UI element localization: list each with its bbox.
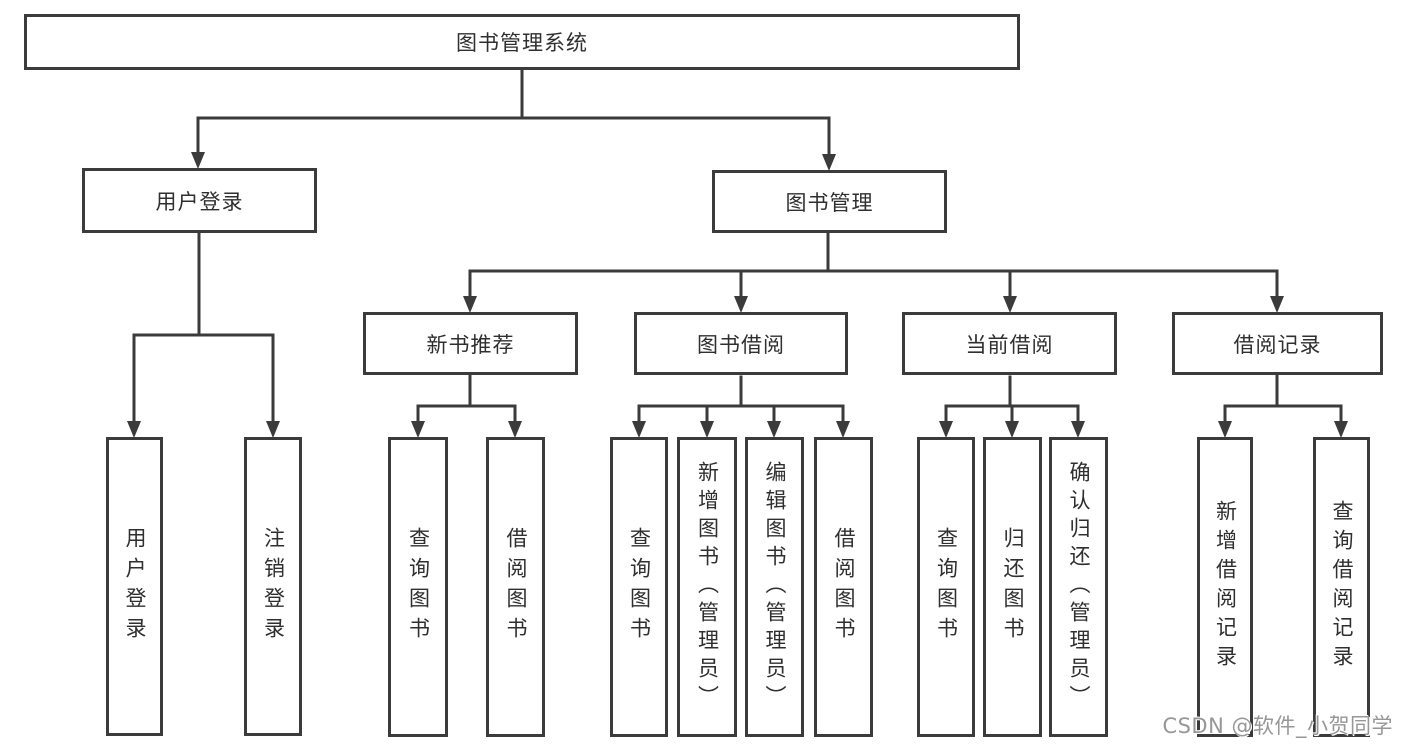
leaf-query-books-newbook: 查询图书 — [388, 437, 448, 737]
node-book-management: 图书管理 — [712, 170, 947, 233]
node-book-borrowing: 图书借阅 — [634, 312, 848, 375]
leaf-query-books-current: 查询图书 — [917, 437, 975, 737]
node-current-borrowing: 当前借阅 — [902, 312, 1117, 375]
leaf-borrow-books-newbook: 借阅图书 — [486, 437, 545, 737]
leaf-confirm-return-admin: 确认归还（管理员） — [1049, 437, 1108, 737]
leaf-add-book-admin: 新增图书（管理员） — [677, 437, 737, 737]
leaf-query-books-borrow: 查询图书 — [610, 437, 668, 737]
leaf-query-borrow-record: 查询借阅记录 — [1313, 437, 1370, 737]
leaf-return-books: 归还图书 — [983, 437, 1042, 737]
leaf-user-login: 用户登录 — [106, 437, 163, 736]
node-new-book-recommend: 新书推荐 — [363, 312, 578, 375]
node-root: 图书管理系统 — [24, 14, 1020, 70]
leaf-borrow-books: 借阅图书 — [814, 437, 873, 737]
node-borrow-records: 借阅记录 — [1172, 312, 1383, 375]
leaf-logout: 注销登录 — [244, 437, 302, 736]
watermark: CSDN @软件_小贺同学 — [1162, 714, 1393, 738]
node-user-login: 用户登录 — [82, 168, 317, 233]
leaf-add-borrow-record: 新增借阅记录 — [1197, 437, 1253, 737]
leaf-edit-book-admin: 编辑图书（管理员） — [745, 437, 804, 737]
